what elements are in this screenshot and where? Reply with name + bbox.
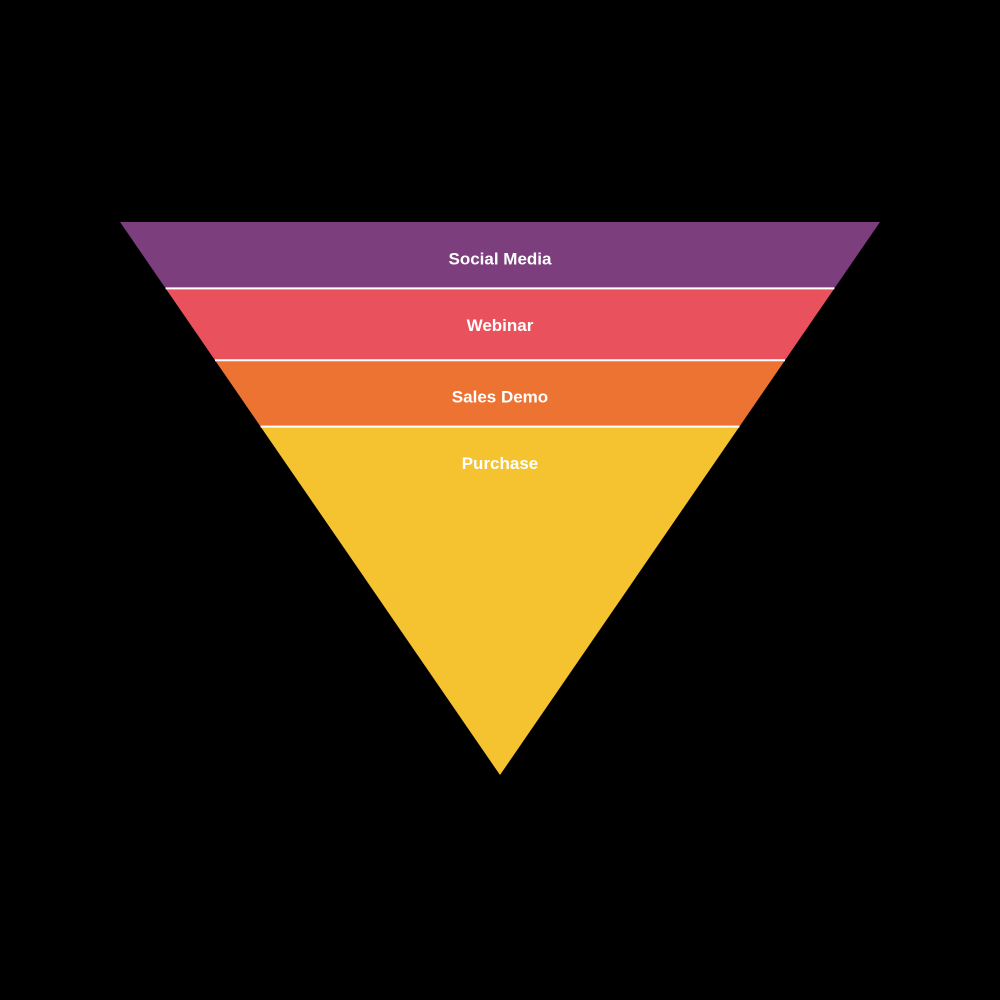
funnel-segment-webinar: [165, 288, 835, 361]
funnel-segment-social-media: [120, 222, 880, 289]
funnel-segment-sales-demo: [215, 360, 785, 427]
funnel-stage-label-social-media: Social Media: [449, 249, 553, 268]
funnel-stage-label-webinar: Webinar: [467, 316, 534, 335]
funnel-stage-label-sales-demo: Sales Demo: [452, 388, 548, 407]
funnel-segment-purchase: [260, 426, 740, 775]
funnel-stage-label-purchase: Purchase: [462, 454, 539, 473]
